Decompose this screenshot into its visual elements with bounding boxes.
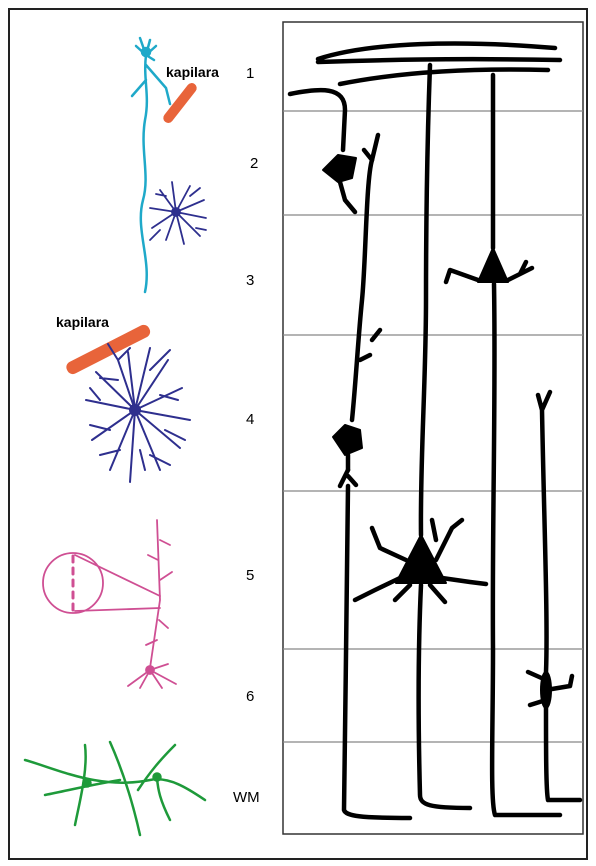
layer-label-6: 6 (246, 688, 254, 705)
neuron-c-dendrites (446, 75, 532, 282)
pink-dendrite (146, 520, 172, 668)
cyan-soma (142, 48, 150, 56)
capillary-top-label: kapilara (166, 64, 219, 80)
capillary-left (64, 323, 152, 376)
layer-label-2: 2 (250, 155, 258, 172)
neuron-d-axon (419, 585, 470, 808)
neuron-a-process (290, 90, 345, 150)
oligodendrocyte-soma-2 (154, 774, 161, 781)
small-astrocyte-processes (150, 182, 206, 244)
layer-labels: 1 2 3 4 5 6 WM (233, 65, 260, 806)
neuron-a-body (323, 155, 356, 182)
oligodendrocyte-soma-1 (84, 780, 91, 787)
cyan-branches (132, 38, 170, 104)
large-astrocyte (86, 344, 190, 482)
layer-label-3: 3 (246, 272, 254, 289)
cyan-process (141, 55, 147, 292)
neuron-b-descending-axon (340, 470, 410, 818)
neurons (290, 43, 580, 818)
layer-label-5: 5 (246, 567, 254, 584)
capillary-left-label: kapilara (56, 314, 109, 330)
neuron-b-body (333, 425, 362, 455)
neuron-b-dendrite (352, 135, 378, 420)
pink-lines (75, 555, 160, 611)
neuron-d-apical (421, 65, 430, 535)
layer-label-wm: WM (233, 789, 260, 806)
neuron-e-axon (546, 708, 580, 800)
layer1-fibres (318, 43, 560, 84)
neuron-a-axon (340, 182, 355, 212)
small-astrocyte (150, 182, 206, 244)
oligodendrocytes (25, 742, 205, 835)
large-astrocyte-processes (86, 344, 190, 482)
neuron-e-dendrites (528, 392, 572, 705)
neuron-c-axon (492, 284, 560, 815)
pink-neuron (43, 520, 176, 688)
neuron-c-body (478, 248, 508, 282)
cortex-layers-panel (283, 22, 583, 834)
layers-panel-border (283, 22, 583, 834)
interlaminar-astrocyte (132, 38, 170, 292)
green-fibres (25, 742, 205, 835)
outer-frame (9, 9, 587, 859)
layer-label-1: 1 (246, 65, 254, 82)
layer-label-4: 4 (246, 411, 254, 428)
